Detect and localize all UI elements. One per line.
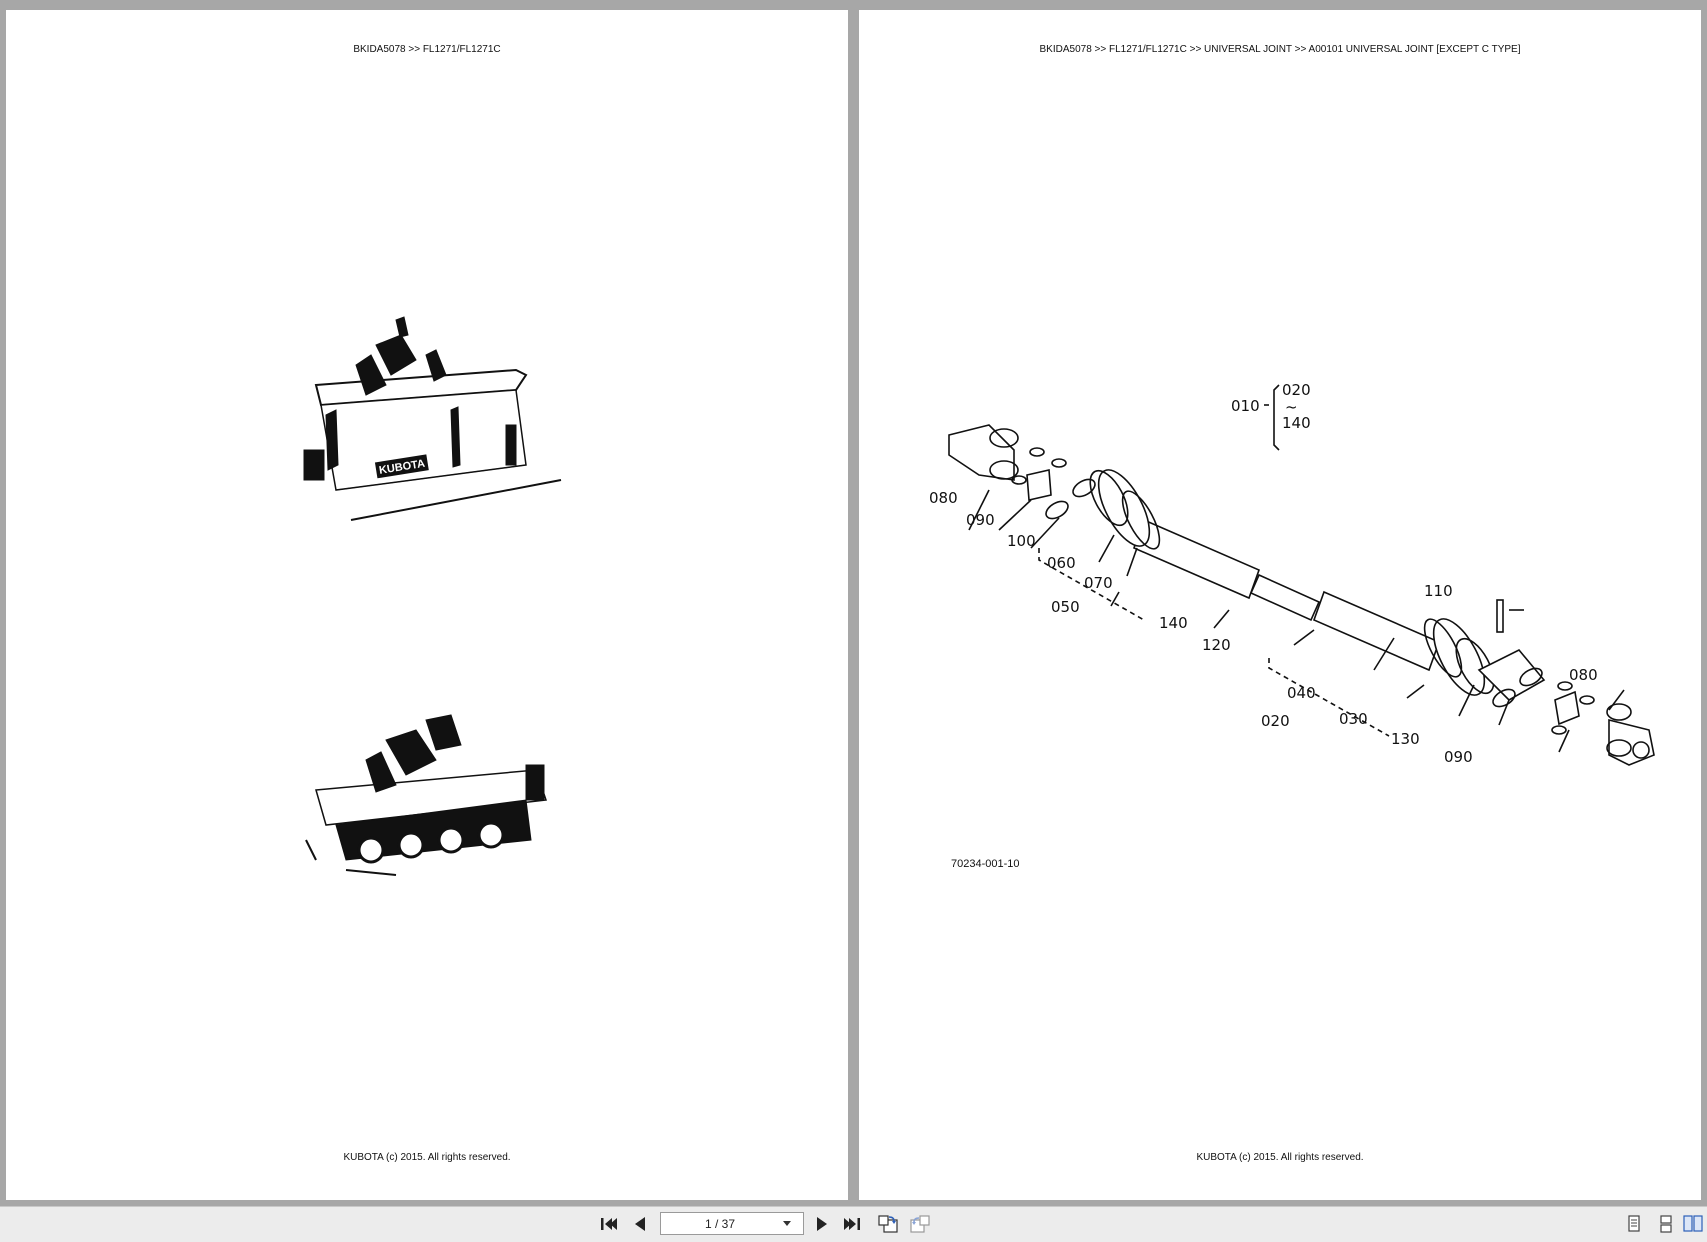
callout-100: 100: [1007, 532, 1036, 550]
next-page-icon: [817, 1217, 827, 1231]
previous-page-icon: [635, 1217, 645, 1231]
callout-010: 010: [1231, 397, 1260, 415]
callout-range-tilde: ~: [1285, 398, 1298, 416]
rotate-right-button[interactable]: [908, 1213, 932, 1235]
figure-code: 70234-001-10: [951, 858, 1020, 870]
callout-110: 110: [1424, 582, 1453, 600]
page-footer-left: KUBOTA (c) 2015. All rights reserved.: [343, 1152, 511, 1163]
page-header-left: BKIDA5078 >> FL1271/FL1271C: [353, 44, 501, 55]
callout-090-right: 090: [1444, 748, 1473, 766]
facing-pages-view-button[interactable]: [1681, 1213, 1705, 1235]
callout-050: 050: [1051, 598, 1080, 616]
page-number-input[interactable]: [661, 1216, 779, 1231]
callout-020: 020: [1261, 712, 1290, 730]
rotary-tiller-photo-bottom: [305, 714, 548, 876]
document-page-left: BKIDA5078 >> FL1271/FL1271C KUBOTA: [6, 10, 848, 1200]
callout-120: 120: [1202, 636, 1231, 654]
callout-040: 040: [1287, 684, 1316, 702]
last-page-button[interactable]: [840, 1213, 864, 1235]
continuous-view-icon: [1660, 1215, 1672, 1233]
rotate-left-icon: [878, 1215, 898, 1233]
chevron-down-icon[interactable]: [783, 1221, 791, 1226]
first-page-icon: [601, 1218, 617, 1230]
previous-page-button[interactable]: [628, 1213, 652, 1235]
facing-pages-view-icon: [1683, 1215, 1703, 1232]
continuous-view-button[interactable]: [1654, 1213, 1678, 1235]
single-page-view-icon: [1628, 1215, 1640, 1232]
viewer-toolbar: [0, 1206, 1707, 1242]
rotate-right-icon: [910, 1215, 930, 1233]
callout-030: 030: [1339, 710, 1368, 728]
callout-020-range-start: 020: [1282, 381, 1311, 399]
callout-130: 130: [1391, 730, 1420, 748]
callout-070: 070: [1084, 574, 1113, 592]
universal-joint-exploded-diagram: 010 020 ~ 140 080 090 100 060 070 050 14…: [929, 381, 1655, 766]
page-footer-right: KUBOTA (c) 2015. All rights reserved.: [1196, 1152, 1364, 1163]
first-page-button[interactable]: [597, 1213, 621, 1235]
last-page-icon: [844, 1218, 860, 1230]
rotate-left-button[interactable]: [876, 1213, 900, 1235]
single-page-view-button[interactable]: [1622, 1213, 1646, 1235]
document-page-right: BKIDA5078 >> FL1271/FL1271C >> UNIVERSAL…: [859, 10, 1701, 1200]
callout-140-range-end: 140: [1282, 414, 1311, 432]
callout-090-left: 090: [966, 511, 995, 529]
page-header-right: BKIDA5078 >> FL1271/FL1271C >> UNIVERSAL…: [1039, 44, 1521, 55]
next-page-button[interactable]: [810, 1213, 834, 1235]
callout-140: 140: [1159, 614, 1188, 632]
callout-080-right: 080: [1569, 666, 1598, 684]
rotary-tiller-photo-top: KUBOTA: [303, 316, 562, 521]
page-selector[interactable]: [660, 1212, 804, 1235]
callout-080-left: 080: [929, 489, 958, 507]
callout-060: 060: [1047, 554, 1076, 572]
